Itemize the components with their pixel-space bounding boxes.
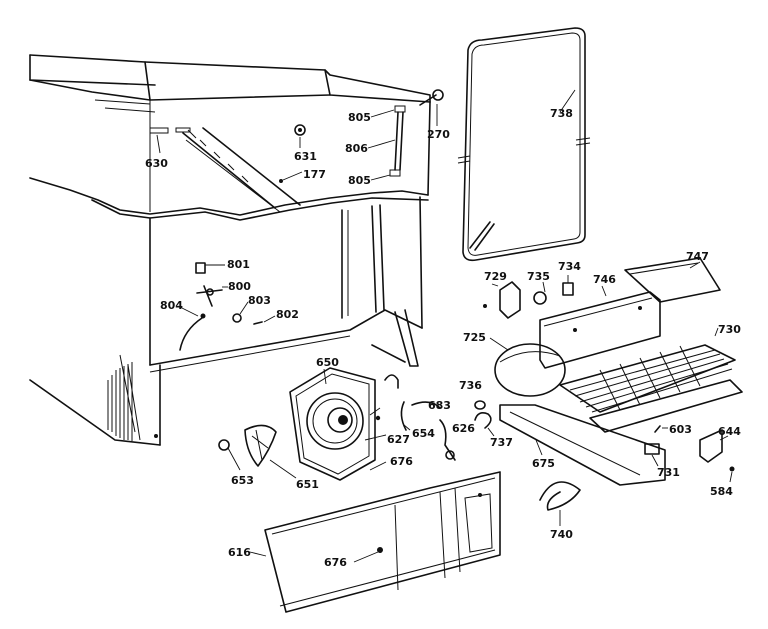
callout-804: 804 bbox=[160, 299, 183, 312]
callout-654: 654 bbox=[412, 427, 435, 440]
callout-740: 740 bbox=[550, 528, 573, 541]
callout-584: 584 bbox=[710, 485, 733, 498]
callout-631: 631 bbox=[294, 150, 317, 163]
callout-802: 802 bbox=[276, 308, 299, 321]
callout-731: 731 bbox=[657, 466, 680, 479]
callout-603: 603 bbox=[669, 423, 692, 436]
callout-627: 627 bbox=[387, 433, 410, 446]
callout-730: 730 bbox=[718, 323, 741, 336]
callout-805: 805 bbox=[348, 111, 371, 124]
callout-653: 653 bbox=[231, 474, 254, 487]
callout-805: 805 bbox=[348, 174, 371, 187]
condenser-fan-drawing bbox=[218, 367, 456, 481]
callout-800: 800 bbox=[228, 280, 251, 293]
callout-737: 737 bbox=[490, 436, 513, 449]
cabinet-drawing bbox=[29, 54, 444, 446]
compressor-drawing bbox=[474, 257, 743, 526]
callout-735: 735 bbox=[527, 270, 550, 283]
callout-747: 747 bbox=[686, 250, 709, 263]
back-panel-drawing bbox=[249, 471, 501, 613]
callout-676: 676 bbox=[390, 455, 413, 468]
callout-626: 626 bbox=[452, 422, 475, 435]
callout-650: 650 bbox=[316, 356, 339, 369]
callout-270: 270 bbox=[427, 128, 450, 141]
callout-801: 801 bbox=[227, 258, 250, 271]
callout-803: 803 bbox=[248, 294, 271, 307]
callout-651: 651 bbox=[296, 478, 319, 491]
callout-683: 683 bbox=[428, 399, 451, 412]
callout-736: 736 bbox=[459, 379, 482, 392]
gasket-drawing bbox=[457, 27, 591, 262]
callout-806: 806 bbox=[345, 142, 368, 155]
callout-630: 630 bbox=[145, 157, 168, 170]
callout-675: 675 bbox=[532, 457, 555, 470]
callout-616: 616 bbox=[228, 546, 251, 559]
callout-734: 734 bbox=[558, 260, 581, 273]
callout-644: 644 bbox=[718, 425, 741, 438]
callout-676: 676 bbox=[324, 556, 347, 569]
callout-725: 725 bbox=[463, 331, 486, 344]
callout-177: 177 bbox=[303, 168, 326, 181]
callout-738: 738 bbox=[550, 107, 573, 120]
callout-746: 746 bbox=[593, 273, 616, 286]
callout-729: 729 bbox=[484, 270, 507, 283]
callout-labels: 630 631 177 805 806 805 270 738 801 800 … bbox=[145, 107, 741, 569]
